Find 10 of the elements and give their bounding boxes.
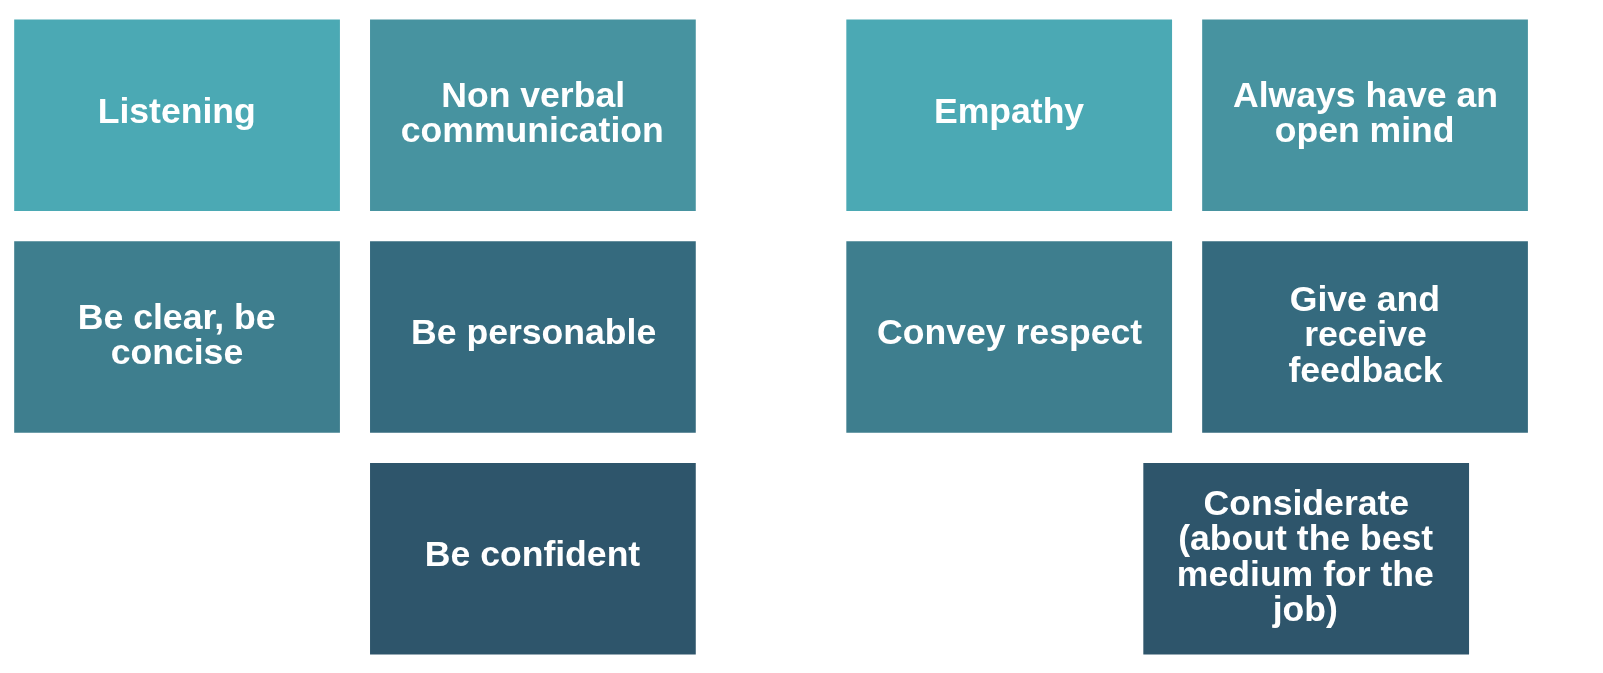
node-box: Be confident [370,462,696,655]
node-box: Be clear, be concise [14,240,340,433]
node-box: Be personable [370,240,696,433]
node-box: Give and receive feedback [1202,240,1528,433]
node-box: Convey respect [846,240,1173,433]
node-box: Non verbal communication [370,18,696,211]
node-box: Always have an open mind [1202,18,1528,211]
node-box: Listening [14,18,340,211]
node-box: Empathy [846,18,1173,211]
node-box: Considerate (about the best medium for the job) [1143,462,1470,655]
